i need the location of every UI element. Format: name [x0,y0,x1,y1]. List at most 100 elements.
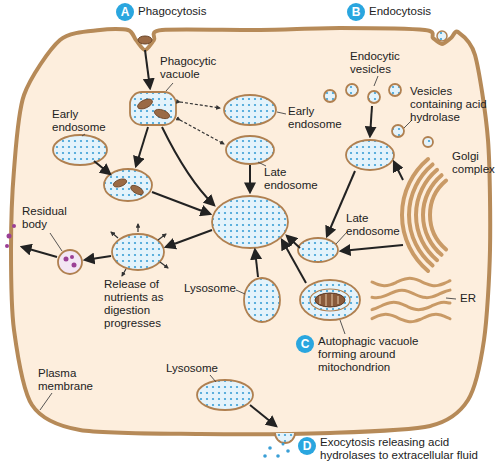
endoplasmic-reticulum [372,278,450,321]
label: Early endosome [288,105,346,131]
vesicles [53,84,433,443]
pathway-arrow [249,165,251,192]
label: ER [460,292,490,305]
leader-line [236,290,245,294]
endocytic-pit [437,31,447,41]
leader-line [82,134,85,136]
label: Autophagic vacuole forming around mitoch… [318,335,432,374]
step-letter: A [121,6,130,18]
expelled-residue [7,234,12,239]
pathway-arrow [136,127,148,166]
residual-body [58,250,82,274]
nutrient-arrow [111,232,118,238]
er-membrane [372,302,450,309]
step-marker: D [298,437,316,455]
exchange-arrow [180,120,224,144]
nutrient-arrow [158,234,166,240]
step-letter: B [352,6,361,18]
label: Plasma membrane [38,367,100,393]
released-hydrolases [268,446,272,450]
leader-line [210,375,216,382]
expelled-residue [5,244,9,248]
lysosome [244,278,280,322]
pathway-arrow [370,106,372,136]
step-letter: D [303,440,312,452]
endocytic-vesicle [346,84,358,96]
leader-line [277,112,286,114]
pathway-arrow [22,247,57,257]
residual-body [64,257,69,262]
pathway-arrow [166,230,212,247]
label: Vesicles containing acid hydrolase [410,85,492,124]
golgi-cisterna [430,181,446,250]
pathway-arrow [287,236,300,248]
phagocytosed-bacteria [112,177,128,188]
leader-line [166,83,173,91]
late-endosome [226,136,274,164]
residual-body [70,255,74,259]
er-membrane [372,278,450,285]
label: Phagocytic vacuole [160,55,220,81]
label: Early endosome [52,108,108,134]
label: Golgi complex [452,150,496,176]
autophagic-vacuole [310,289,350,311]
label: Lysosome [166,362,224,375]
leader-line [50,233,62,251]
label: Endocytosis [369,5,459,18]
vacuole [104,169,152,201]
label: Late endosome [346,212,404,238]
pathway-arrow [282,240,306,283]
label: Residual body [22,205,72,231]
phagocytosed-bacteria [112,97,171,197]
pathway-arrow [341,245,403,251]
late-endosome [212,196,288,248]
golgi-cisterna [402,159,428,271]
er-membrane [372,290,450,298]
expelled-residue [5,224,16,248]
pathway-arrow [255,250,258,277]
golgi-cisterna [423,175,442,255]
nutrient-arrow [160,262,168,268]
late-endosome [298,238,338,262]
phagocytosed-bacteria [129,183,145,196]
digestive-vacuole [112,234,164,270]
nutrient-arrow [137,224,138,232]
pathway-arrow [145,50,150,88]
early-endosome [346,140,394,170]
autophagic-vacuole [300,280,360,320]
hydrolase-vesicle [423,137,433,147]
pathway-arrow [394,162,403,180]
label: Exocytosis releasing acid hydrolases to … [320,436,496,462]
step-marker: A [116,3,134,21]
pathway-arrow [162,127,214,205]
endocytic-vesicle [368,91,380,103]
residual-body [58,250,82,274]
endocytic-pit [437,31,447,41]
early-endosome [53,135,107,165]
leader-line [340,320,345,334]
leader-line [258,162,266,166]
exchange-arrow [180,102,220,108]
step-marker: B [347,3,365,21]
bacterium [138,36,152,44]
lysosome [197,380,253,410]
exchange-arrow [180,102,224,144]
released-hydrolases [286,449,290,453]
golgi-complex [402,159,446,271]
expelled-residue [12,224,16,228]
er-membrane [372,314,450,321]
leader-line [40,393,52,410]
nutrient-arrow [111,224,168,276]
pathway-arrow [250,405,276,426]
label: Endocytic vesicles [350,50,410,76]
endocytic-vesicle [324,90,336,102]
phagocytic-vacuole [130,92,176,125]
autophagic-vacuole [300,280,360,320]
step-letter: C [301,338,310,350]
leader-line [336,232,347,244]
released-hydrolases [263,443,290,458]
hydrolase-vesicle [392,125,404,137]
leader-line [374,76,378,86]
pathway-arrow [85,256,111,260]
